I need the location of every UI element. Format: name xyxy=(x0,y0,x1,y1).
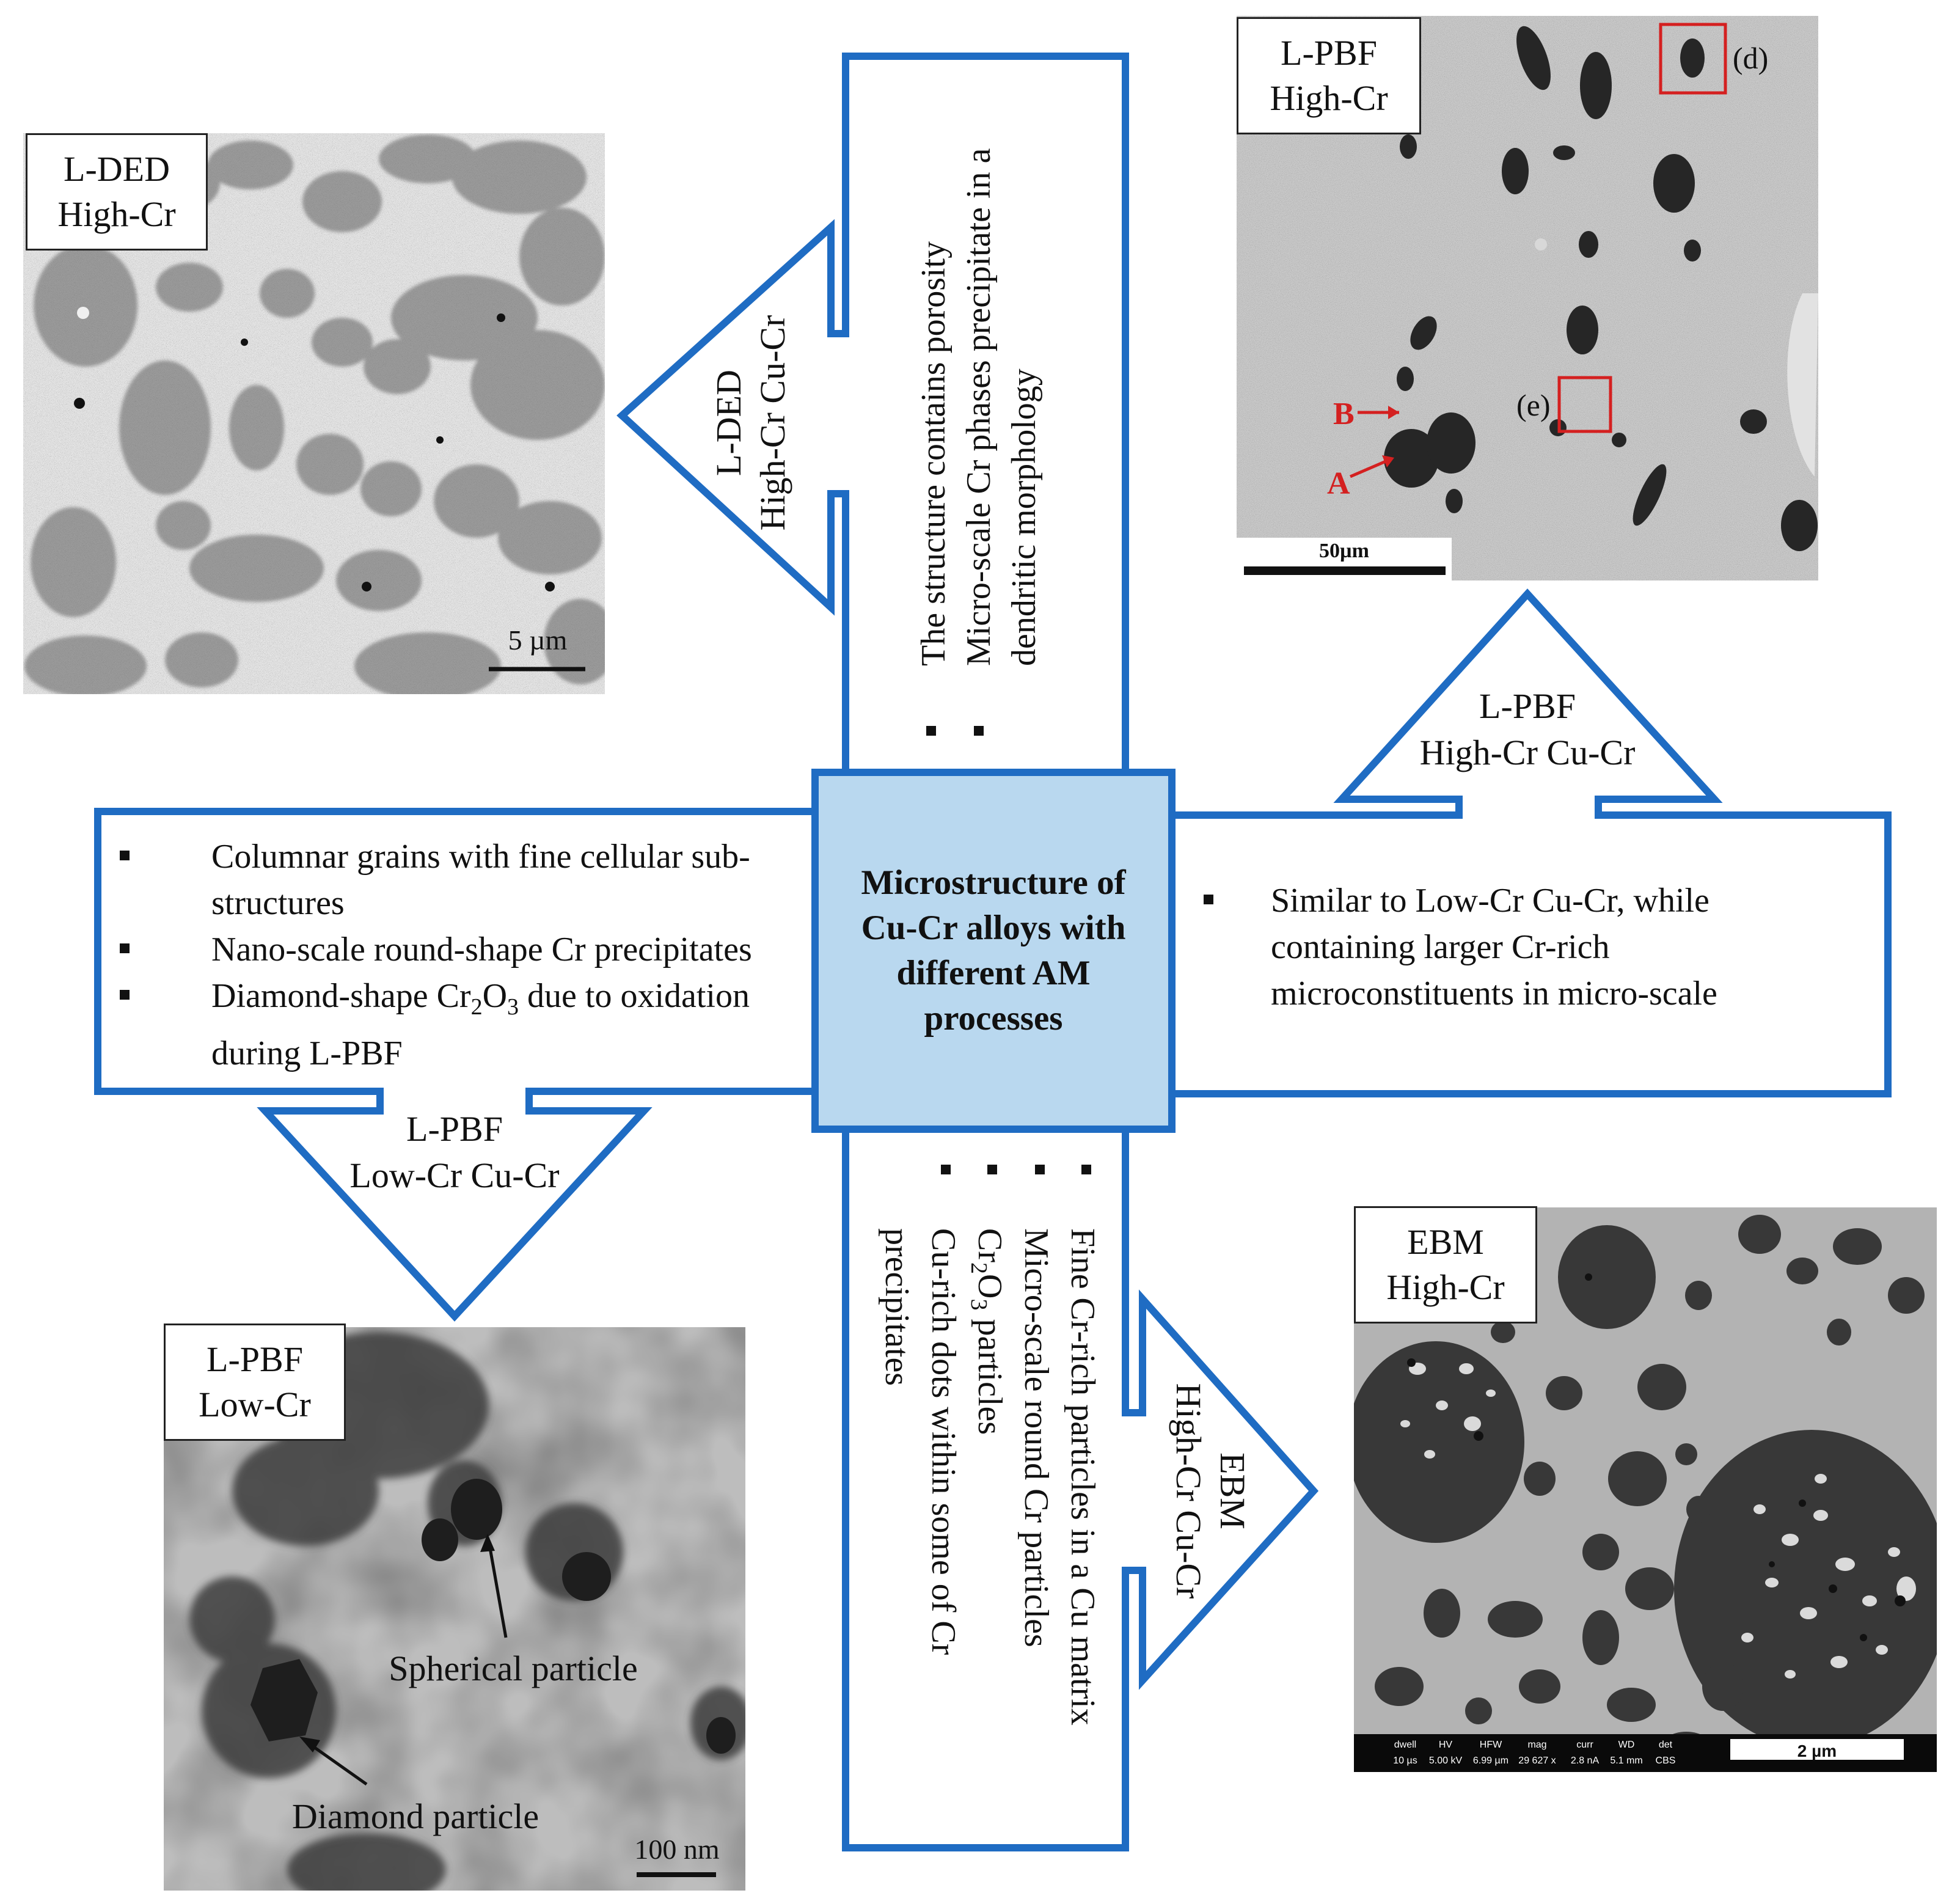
ebm-bullet-3-line1: Cu-rich dots within some of Cr xyxy=(924,1228,962,1655)
lpbf-high-image-label: L-PBF High-Cr xyxy=(1237,17,1421,134)
lpbf-low-arrow-label: L-PBF Low-Cr Cu-Cr xyxy=(326,1106,583,1199)
ebm-bullet-1: Micro-scale round Cr particles xyxy=(1017,1228,1055,1647)
ebm-label-line1: EBM xyxy=(1407,1222,1484,1262)
lpbf-high-marker-e: (e) xyxy=(1516,388,1551,422)
lpbf-low-image-label: L-PBF Low-Cr xyxy=(164,1324,346,1441)
ebm-arrow-line1: EBM xyxy=(1213,1452,1252,1529)
ebm-arrow-label: EBM High-Cr Cu-Cr xyxy=(1169,1383,1252,1599)
lded-bullet-1-line2: dendritic morphology xyxy=(1005,368,1043,666)
annotation-spherical-particle: Spherical particle xyxy=(389,1649,637,1688)
lpbf-high-label-line2: High-Cr xyxy=(1270,78,1388,118)
lpbf-low-scale-bar: 100 nm xyxy=(634,1834,720,1865)
lded-bullet-0: The structure contains porosity xyxy=(915,241,953,666)
lded-bullet-1-line1: Micro-scale Cr phases precipitate in a xyxy=(960,148,998,666)
ebm-arrow-line2: High-Cr Cu-Cr xyxy=(1169,1383,1209,1599)
ebm-arrow-shape xyxy=(842,1124,1319,1851)
ebm-bullets: Fine Cr-rich particles in a Cu matrix Mi… xyxy=(878,1165,1102,1726)
lpbf-low-arrow-line1: L-PBF xyxy=(406,1109,503,1149)
lpbf-low-label-line2: Low-Cr xyxy=(199,1385,311,1424)
ebm-info-h0: dwell xyxy=(1394,1740,1416,1750)
ebm-info-v5: 5.1 mm xyxy=(1610,1756,1642,1766)
ebm-micrograph: dwell HV HFW mag curr WD det 10 µs 5.00 … xyxy=(1354,1207,1937,1772)
lpbf-high-arrow-shape xyxy=(1165,588,1892,1097)
lpbf-high-arrow-line1: L-PBF xyxy=(1479,686,1576,726)
ebm-info-v1: 5.00 kV xyxy=(1429,1756,1463,1766)
lpbf-low-bullets: Columnar grains with fine cellular sub-s… xyxy=(120,833,816,1077)
lpbf-high-marker-b: B xyxy=(1333,397,1355,431)
ebm-info-h1: HV xyxy=(1439,1740,1453,1750)
lded-arrow-shape xyxy=(616,53,1129,777)
lpbf-low-arrow-line2: Low-Cr Cu-Cr xyxy=(349,1155,560,1195)
ebm-scale-bar: 2 µm xyxy=(1797,1741,1837,1760)
lpbf-high-bullet-0: Similar to Low-Cr Cu-Cr, while containin… xyxy=(1204,877,1815,1017)
center-title-box: Microstructure of Cu-Cr alloys with diff… xyxy=(811,769,1176,1133)
lpbf-low-bullet-0: Columnar grains with fine cellular sub-s… xyxy=(120,833,816,926)
lded-label-line1: L-DED xyxy=(64,149,170,189)
annotation-diamond-particle: Diamond particle xyxy=(292,1796,539,1836)
lpbf-high-scale-bar: 50µm xyxy=(1319,540,1369,562)
center-title: Microstructure of Cu-Cr alloys with diff… xyxy=(861,863,1126,1038)
lded-arrow-line2: High-Cr Cu-Cr xyxy=(753,315,792,531)
lpbf-low-label-line1: L-PBF xyxy=(207,1339,303,1379)
ebm-info-v0: 10 µs xyxy=(1393,1756,1417,1766)
lpbf-high-marker-d: (d) xyxy=(1733,41,1768,75)
ebm-bullet-0: Fine Cr-rich particles in a Cu matrix xyxy=(1064,1228,1102,1726)
lded-bullets: The structure contains porosity Micro-sc… xyxy=(915,148,1043,736)
ebm-info-h2: HFW xyxy=(1480,1740,1502,1750)
ebm-info-v6: CBS xyxy=(1656,1756,1676,1766)
lded-scale-bar: 5 µm xyxy=(508,624,568,656)
ebm-info-v2: 6.99 µm xyxy=(1473,1756,1508,1766)
ebm-info-v3: 29 627 x xyxy=(1518,1756,1556,1766)
lded-label-line2: High-Cr xyxy=(57,194,176,234)
ebm-info-v4: 2.8 nA xyxy=(1571,1756,1600,1766)
ebm-image-label: EBM High-Cr xyxy=(1354,1206,1537,1324)
lded-arrow-label: L-DED High-Cr Cu-Cr xyxy=(709,315,792,531)
lpbf-high-arrow-line2: High-Cr Cu-Cr xyxy=(1419,733,1636,772)
lpbf-high-marker-a: A xyxy=(1327,466,1350,501)
ebm-bullet-2: Cr2O3 particles xyxy=(966,1228,1009,1435)
lpbf-high-label-line1: L-PBF xyxy=(1281,33,1377,73)
ebm-bullet-3-line2: precipitates xyxy=(878,1228,916,1386)
lded-arrow-line1: L-DED xyxy=(709,370,748,476)
lpbf-low-bullet-1: Nano-scale round-shape Cr precipitates xyxy=(120,926,816,973)
ebm-info-h5: WD xyxy=(1618,1740,1635,1750)
lded-image-label: L-DED High-Cr xyxy=(26,133,208,251)
lpbf-high-arrow-label: L-PBF High-Cr Cu-Cr xyxy=(1399,683,1656,776)
lpbf-low-bullet-2: Diamond-shape Cr2O3 due to oxidation dur… xyxy=(120,973,816,1077)
ebm-info-h6: det xyxy=(1659,1740,1673,1750)
ebm-info-h4: curr xyxy=(1576,1740,1593,1750)
ebm-label-line2: High-Cr xyxy=(1386,1267,1505,1307)
lpbf-high-bullets: Similar to Low-Cr Cu-Cr, while containin… xyxy=(1204,877,1815,1017)
ebm-info-h3: mag xyxy=(1527,1740,1546,1750)
